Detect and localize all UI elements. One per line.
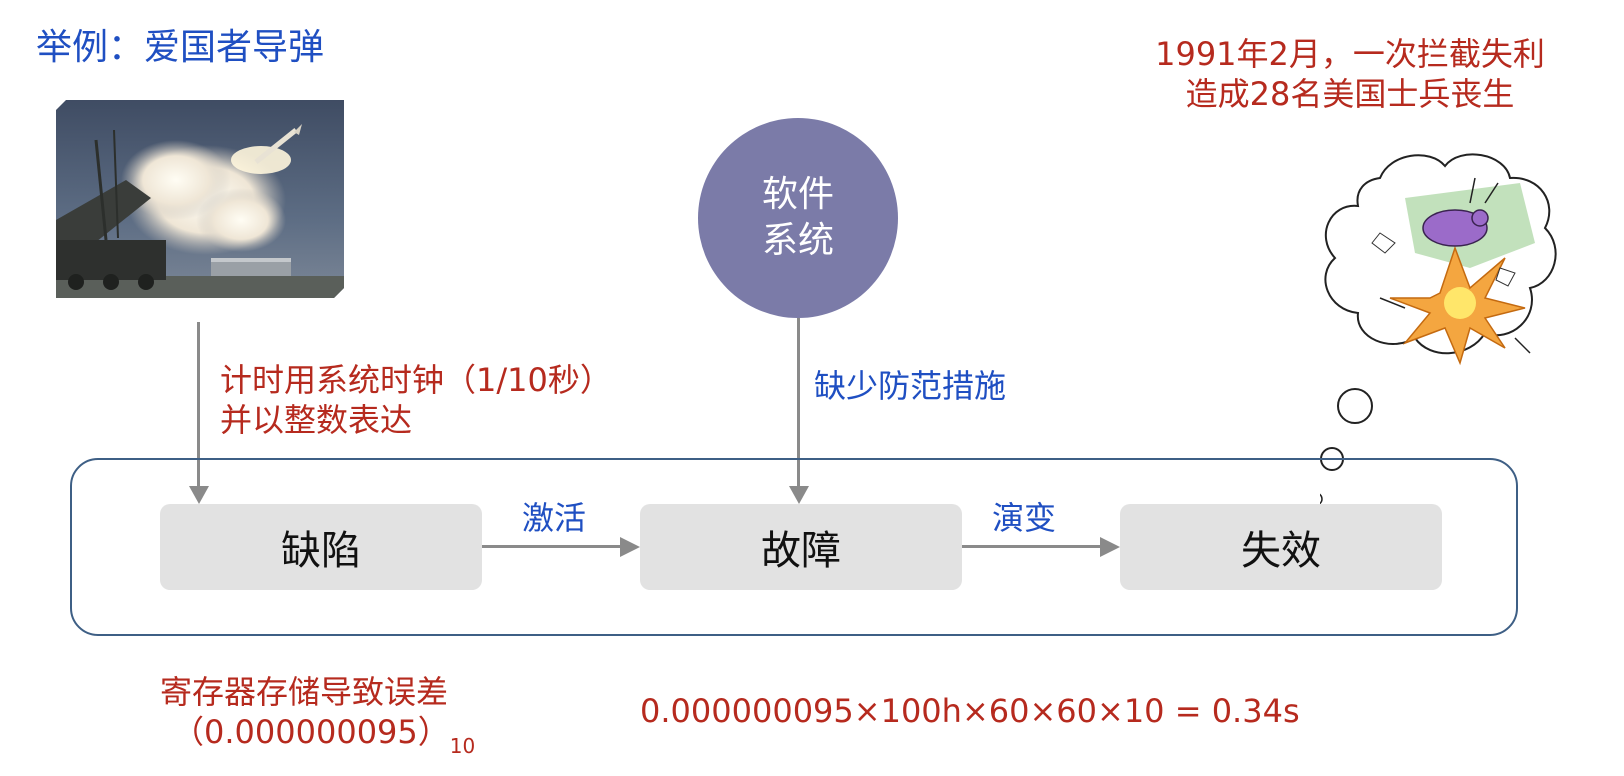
clock-note-line1: 计时用系统时钟（1/10秒） xyxy=(220,361,612,399)
event-note-line1: 1991年2月，一次拦截失利 xyxy=(1155,35,1545,73)
clock-note-line2: 并以整数表达 xyxy=(220,401,413,439)
node-failure: 失效 xyxy=(1120,504,1442,590)
evolve-arrowhead xyxy=(1100,537,1120,557)
circle-line2: 系统 xyxy=(761,220,834,261)
register-error-subscript: 10 xyxy=(449,734,476,758)
register-error-line1: 寄存器存储导致误差 xyxy=(160,673,449,711)
edge-label-evolve: 演变 xyxy=(992,499,1057,537)
software-system-circle: 软件 系统 xyxy=(698,118,898,318)
page-title: 举例：爱国者导弹 xyxy=(36,27,325,68)
register-error-note: 寄存器存储导致误差 （0.000000095）10 xyxy=(160,672,475,766)
process-container xyxy=(70,458,1518,636)
system-to-fault-line xyxy=(797,318,800,492)
evolve-arrow-line xyxy=(962,545,1102,548)
activate-arrow-line xyxy=(482,545,622,548)
photo-to-defect-line xyxy=(197,322,200,492)
circle-line1: 软件 xyxy=(761,174,834,215)
explosion-thought-cloud-icon xyxy=(1309,148,1560,532)
error-formula: 0.000000095×100h×60×60×10 = 0.34s xyxy=(640,692,1300,730)
event-note-line2: 造成28名美国士兵丧生 xyxy=(1185,75,1515,113)
event-note: 1991年2月，一次拦截失利 造成28名美国士兵丧生 xyxy=(1120,34,1580,114)
node-fault: 故障 xyxy=(640,504,962,590)
activate-arrowhead xyxy=(620,537,640,557)
register-error-line2: （0.000000095）10 xyxy=(160,712,475,766)
clock-note: 计时用系统时钟（1/10秒） 并以整数表达 xyxy=(220,360,612,440)
missing-protection-label: 缺少防范措施 xyxy=(814,367,1007,405)
register-error-value: （0.000000095） xyxy=(172,713,450,751)
edge-label-activate: 激活 xyxy=(522,499,587,537)
arrowhead-defect xyxy=(189,486,209,504)
arrowhead-fault xyxy=(789,486,809,504)
node-defect: 缺陷 xyxy=(160,504,482,590)
missile-launch-photo xyxy=(56,100,344,298)
